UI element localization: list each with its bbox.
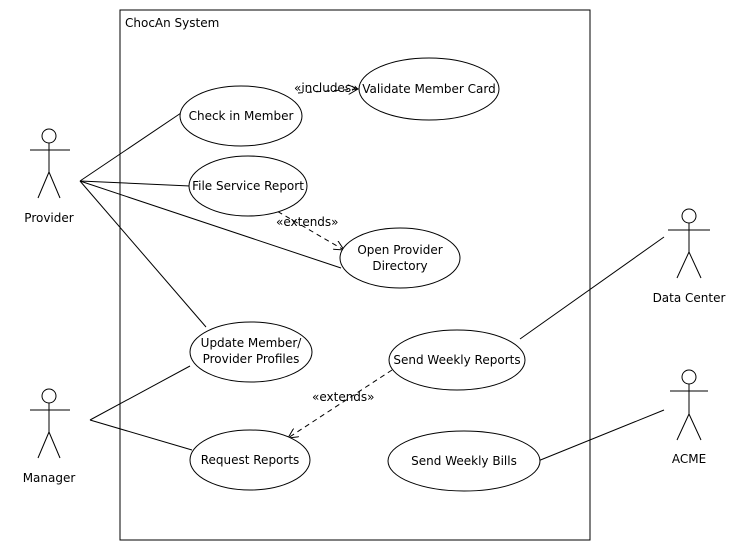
- assoc-provider-update-profiles: [79, 180, 207, 328]
- use-case-label: Send Weekly Bills: [411, 454, 517, 468]
- assoc-manager-request-reports: [89, 419, 193, 451]
- use-case-label: Send Weekly Reports: [393, 353, 520, 367]
- stick-figure-icon: [668, 208, 710, 279]
- extends-arrow-request-reports: [288, 369, 393, 438]
- use-case-send-weekly-bills[interactable]: Send Weekly Bills: [387, 430, 541, 492]
- assoc-provider-file-report: [79, 180, 191, 187]
- includes-arrow: [297, 89, 358, 93]
- stick-figure-icon: [30, 128, 70, 199]
- actor-label: ACME: [672, 452, 706, 466]
- actor-acme[interactable]: ACME: [670, 369, 708, 466]
- assoc-manager-update-profiles: [89, 365, 191, 421]
- use-case-check-in-member[interactable]: Check in Member: [179, 85, 303, 147]
- actor-label: Manager: [23, 471, 76, 485]
- assoc-provider-open-directory: [79, 180, 342, 269]
- actor-data-center[interactable]: Data Center: [653, 208, 726, 305]
- use-case-send-weekly-reports[interactable]: Send Weekly Reports: [388, 329, 526, 391]
- system-boundary: [119, 9, 591, 541]
- assoc-acme-weekly-bills: [537, 409, 665, 462]
- use-case-label: Validate Member Card: [362, 82, 495, 96]
- extends-label-directory: «extends»: [276, 215, 339, 229]
- extends-label-request-reports: «extends»: [312, 390, 375, 404]
- stick-figure-icon: [670, 369, 708, 441]
- use-case-open-provider-directory[interactable]: Open Provider Directory: [339, 227, 461, 289]
- actor-manager[interactable]: Manager: [23, 388, 76, 485]
- use-case-file-service-report[interactable]: File Service Report: [188, 155, 308, 217]
- actor-label: Data Center: [653, 291, 726, 305]
- use-case-label-line-2: Provider Profiles: [203, 352, 300, 366]
- use-case-request-reports[interactable]: Request Reports: [189, 429, 311, 491]
- system-title: ChocAn System: [125, 16, 219, 30]
- actor-label: Provider: [24, 211, 73, 225]
- use-case-label-line-1: Update Member/: [201, 336, 303, 350]
- assoc-provider-check-in: [79, 112, 182, 182]
- stick-figure-icon: [30, 388, 70, 459]
- use-case-label: Request Reports: [201, 453, 300, 467]
- use-case-label-line-1: Open Provider: [357, 243, 442, 257]
- use-case-label-line-2: Directory: [372, 259, 427, 273]
- use-case-validate-member-card[interactable]: Validate Member Card: [358, 57, 500, 121]
- use-case-label: File Service Report: [192, 179, 304, 193]
- assoc-data-center-weekly-reports: [519, 236, 665, 340]
- actor-provider[interactable]: Provider: [24, 128, 74, 225]
- use-case-update-profiles[interactable]: Update Member/ Provider Profiles: [189, 321, 313, 383]
- includes-label: «includes»: [294, 81, 358, 95]
- use-case-label: Check in Member: [189, 109, 294, 123]
